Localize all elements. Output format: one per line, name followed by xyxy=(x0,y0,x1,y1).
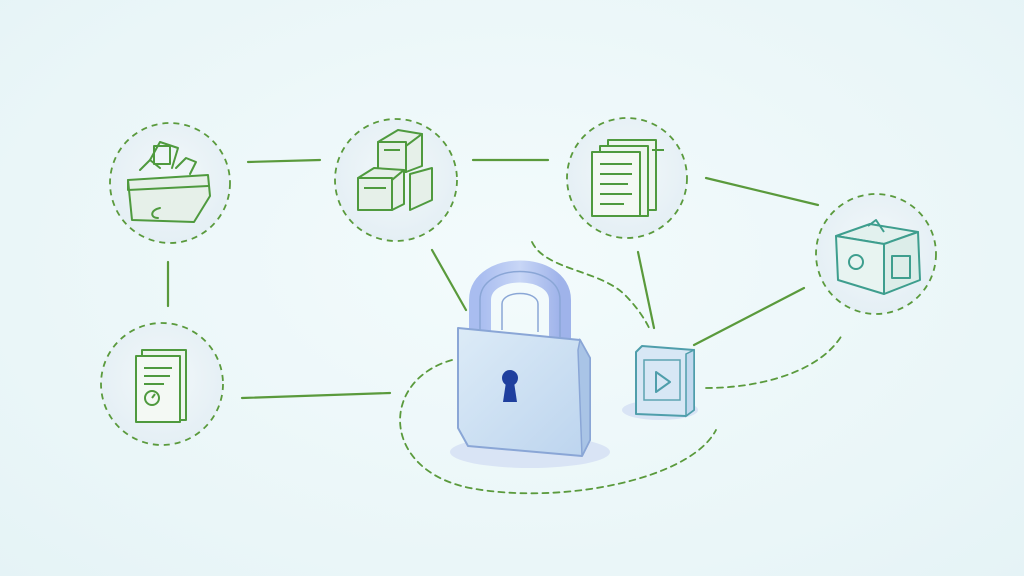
orbit-tile-package xyxy=(705,334,843,389)
connector-documents-tile xyxy=(636,250,656,330)
package-icon xyxy=(835,219,921,295)
open-box-icon xyxy=(127,141,211,223)
document-stack-icon xyxy=(591,139,664,217)
lock-shackle xyxy=(469,260,571,351)
connector-file-lock xyxy=(240,391,392,400)
connector-cubes-lock xyxy=(430,248,468,312)
connector-package-tile xyxy=(692,286,806,347)
dashed-orbits xyxy=(399,241,843,495)
connector-lines xyxy=(166,158,820,400)
orbit-around-lock xyxy=(399,359,717,495)
connector-box-cubes xyxy=(246,158,322,164)
keyhole-icon xyxy=(502,370,518,402)
lock-body xyxy=(457,327,591,457)
padlock-icon xyxy=(450,260,610,468)
stacked-cubes-icon xyxy=(357,129,433,211)
play-tile-icon xyxy=(622,345,698,420)
orbit-documents-tile xyxy=(531,241,651,331)
file-card-icon xyxy=(135,349,187,423)
connector-documents-package xyxy=(704,176,820,207)
